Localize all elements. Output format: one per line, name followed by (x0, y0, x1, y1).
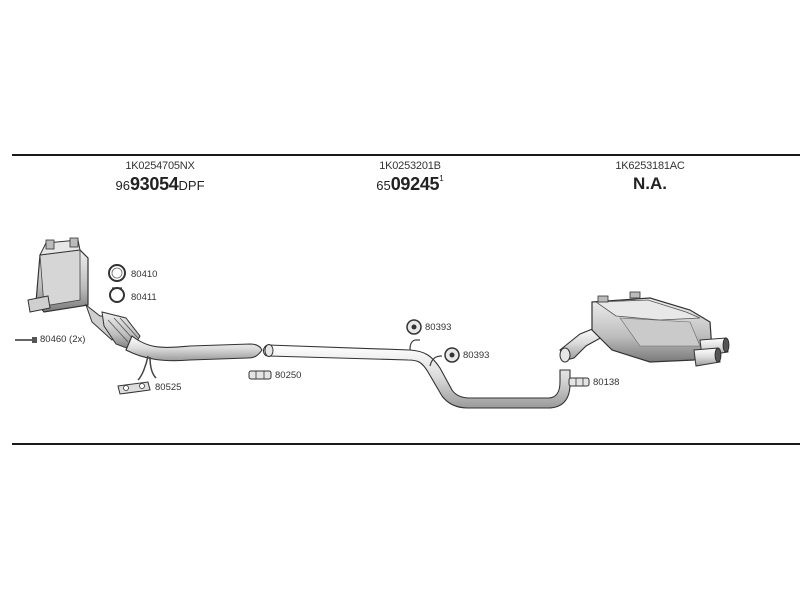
seal-ring-icon (109, 287, 125, 303)
part-label: 80138 (593, 377, 620, 388)
part-label: 80460 (2x) (40, 334, 86, 345)
oe-number: 1K0253201B (379, 160, 441, 172)
rear-muffler (559, 291, 730, 367)
clamp-icon (568, 377, 590, 387)
oe-number: 1K6253181AC (615, 160, 685, 172)
section-header-rear: 1K6253181AC N.A. (590, 160, 710, 194)
part-label: 80393 (463, 350, 490, 361)
clamp-icon (248, 370, 272, 380)
seal-ring-icon (108, 264, 126, 282)
section-header-middle: 1K0253201B 65092451 (350, 160, 470, 195)
article-number: 65092451 (376, 174, 444, 194)
article-number: 9693054DPF (115, 174, 205, 194)
rubber-hanger-icon (444, 347, 460, 363)
top-rule (12, 154, 800, 156)
gasket-icon (117, 381, 151, 395)
bolt-icon (15, 337, 37, 343)
front-pipe (125, 335, 263, 381)
part-label: 80250 (275, 370, 302, 381)
part-label: 80393 (425, 322, 452, 333)
rubber-hanger-icon (406, 319, 422, 335)
section-header-front: 1K0254705NX 9693054DPF (100, 160, 220, 195)
part-label: 80525 (155, 382, 182, 393)
part-label: 80411 (131, 292, 157, 303)
part-label: 80410 (131, 269, 158, 280)
bottom-rule (12, 443, 800, 445)
middle-pipe (262, 339, 571, 409)
oe-number: 1K0254705NX (125, 160, 195, 172)
particulate-filter (27, 237, 141, 351)
article-number: N.A. (633, 174, 667, 193)
